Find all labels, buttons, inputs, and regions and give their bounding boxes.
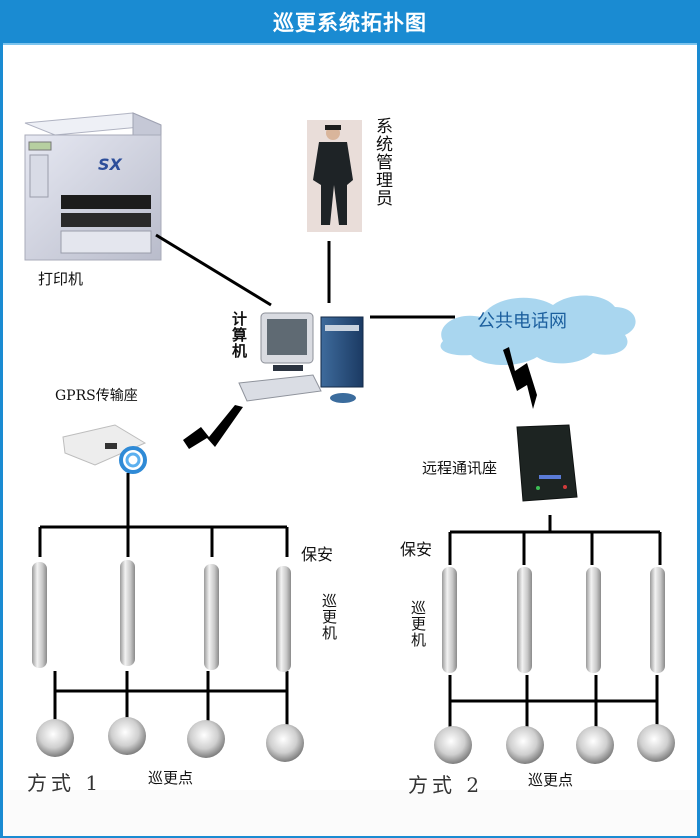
patrol-device-icon xyxy=(276,566,291,672)
diagram-title: 巡更系统拓扑图 xyxy=(273,10,427,35)
patrol-device-icon xyxy=(120,560,135,666)
mode1-device-label: 巡更机 xyxy=(320,593,338,641)
mode2-device-label: 巡更机 xyxy=(409,600,427,648)
checkpoint-icon xyxy=(108,717,146,755)
wireless-signal-icon xyxy=(183,405,243,449)
gprs-label: GPRS传输座 xyxy=(55,388,138,404)
mode1-checkpoints xyxy=(36,717,304,762)
mode2-wiring xyxy=(448,515,662,737)
title-bar: 巡更系统拓扑图 xyxy=(0,0,700,43)
patrol-device-icon xyxy=(204,564,219,670)
patrol-device-icon xyxy=(442,567,457,673)
patrol-device-icon xyxy=(517,567,532,673)
admin-label: 系统管理员 xyxy=(372,117,392,207)
phone-network-cloud-icon xyxy=(440,295,636,366)
printer-icon: SX xyxy=(24,112,162,261)
checkpoint-icon xyxy=(637,724,675,762)
mode2-guard-label: 保安 xyxy=(400,540,433,559)
diagram-canvas: SX xyxy=(3,43,697,836)
mode2-label: 方式 2 xyxy=(408,773,484,797)
line-printer-computer xyxy=(155,233,272,307)
checkpoint-icon xyxy=(506,726,544,764)
mode1-label: 方式 1 xyxy=(27,771,103,795)
checkpoint-icon xyxy=(266,724,304,762)
printer-label: 打印机 xyxy=(38,270,84,288)
checkpoint-icon xyxy=(576,726,614,764)
wireless-signal-icon xyxy=(503,347,537,409)
computer-label: 计算机 xyxy=(230,311,248,359)
remote-comm-base-icon xyxy=(516,424,578,502)
admin-person-icon xyxy=(307,120,362,232)
patrol-device-icon xyxy=(586,567,601,673)
network-label: 公共电话网 xyxy=(477,311,567,332)
patrol-device-icon xyxy=(650,567,665,673)
checkpoint-icon xyxy=(36,719,74,757)
gprs-base-icon xyxy=(62,424,147,474)
mode2-checkpoints xyxy=(434,724,675,764)
connection-lines: SX xyxy=(24,112,675,764)
computer-icon xyxy=(238,312,364,403)
mode2-patrol-devices xyxy=(442,567,665,673)
checkpoint-icon xyxy=(187,720,225,758)
canvas-footer xyxy=(3,790,697,836)
mode2-checkpoint-label: 巡更点 xyxy=(528,771,574,789)
remote-label: 远程通讯座 xyxy=(422,459,498,477)
mode1-checkpoint-label: 巡更点 xyxy=(148,769,194,787)
mode1-guard-label: 保安 xyxy=(301,545,334,564)
mode1-patrol-devices xyxy=(32,560,291,672)
mode1-wiring xyxy=(38,473,289,729)
patrol-device-icon xyxy=(32,562,47,668)
checkpoint-icon xyxy=(434,726,472,764)
printer-brand-mark: SX xyxy=(98,155,123,174)
